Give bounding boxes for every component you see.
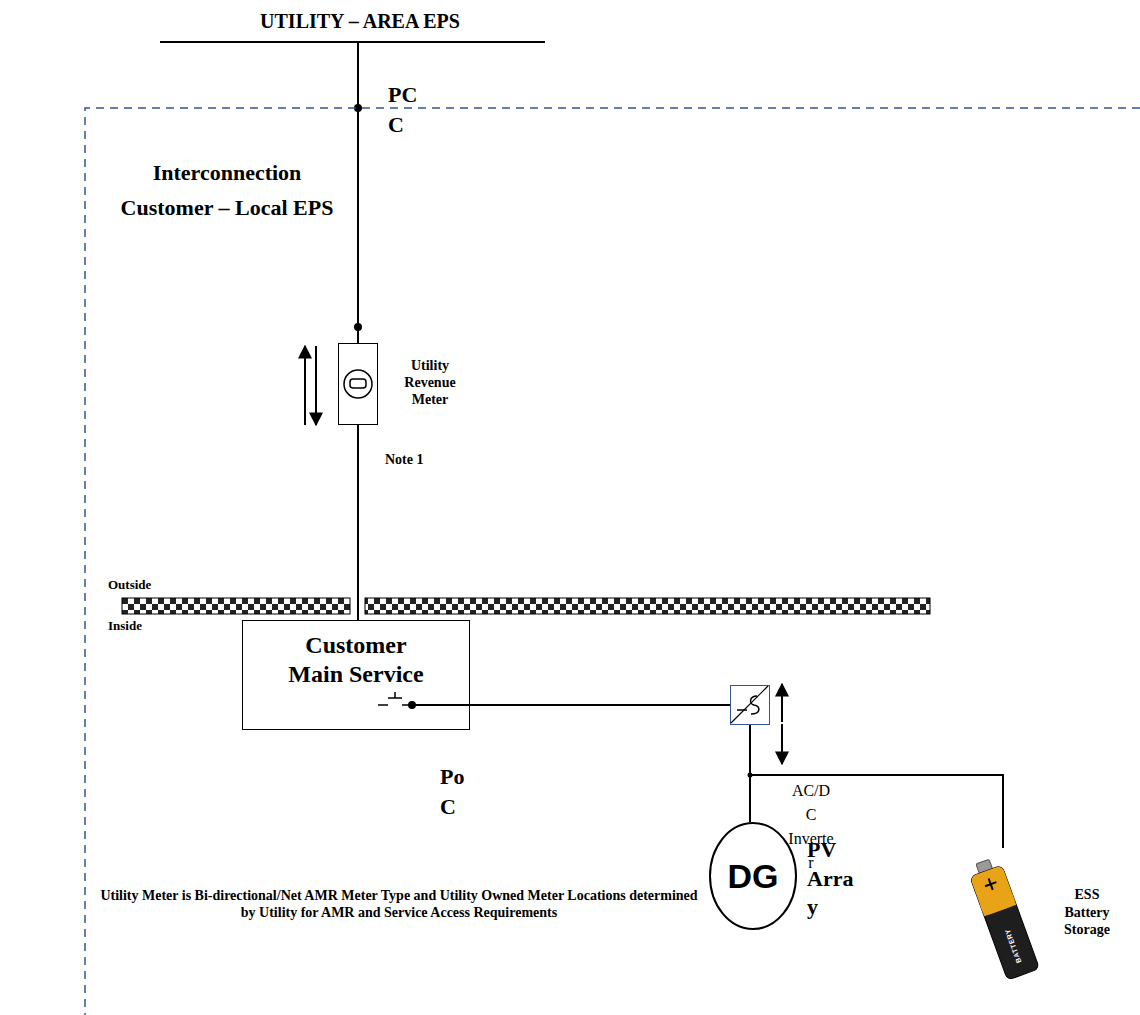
poc-label: Po C	[440, 762, 476, 821]
wire	[750, 725, 1003, 848]
battery-storage-symbol	[968, 848, 1038, 988]
generator-circle: DGPV Arra y	[709, 822, 797, 930]
meter-note: Utility Meter is Bi-directional/Net AMR …	[95, 888, 703, 922]
wall-bar	[122, 598, 350, 614]
region-label: Interconnection Customer – Local EPS	[112, 155, 342, 225]
meter-label: Utility Revenue Meter	[397, 358, 463, 408]
wire	[357, 425, 359, 620]
breaker-symbol	[378, 692, 412, 705]
ess-label: ESS Battery Storage	[1052, 886, 1122, 939]
import-arrow	[304, 346, 306, 425]
ac-symbol	[751, 696, 759, 714]
inverter-flow-arrow	[781, 684, 783, 722]
wire	[470, 704, 730, 706]
dc-symbol	[737, 709, 747, 711]
inverter-diagonal	[731, 686, 768, 723]
meter-dot	[354, 323, 362, 331]
inverter-box: AC/D C Inverte r	[730, 685, 770, 725]
meter-register	[350, 379, 366, 388]
main-service-panel: Customer Main Service	[242, 620, 470, 730]
revenue-meter-symbol	[339, 344, 379, 426]
generator-outline	[710, 823, 796, 929]
note-callout: Note 1	[385, 452, 424, 468]
revenue-meter: Utility Revenue Meter	[338, 343, 378, 425]
dc-junction	[748, 773, 753, 778]
breaker-lead	[412, 704, 470, 706]
utility-bus	[160, 41, 545, 43]
service-drop	[357, 42, 359, 343]
export-arrow	[315, 346, 317, 425]
plus-sign	[983, 876, 998, 891]
wall-bar	[365, 598, 930, 614]
battery-gold-band	[970, 865, 1016, 916]
generator-symbol-text: DG	[709, 822, 797, 930]
inverter-flow-arrow	[781, 724, 783, 764]
battery-body	[970, 865, 1040, 980]
pcc-label: PC C	[388, 80, 424, 139]
panel-title: Customer Main Service	[281, 631, 431, 689]
utility-bus-label: UTILITY – AREA EPS	[180, 10, 540, 33]
battery-icon	[967, 856, 1040, 980]
inside-label: Inside	[108, 618, 142, 634]
battery-gold-band	[980, 893, 1016, 916]
poc-dot	[408, 701, 416, 709]
battery-storage: ESS Battery Storage	[968, 848, 1038, 988]
meter-dial	[344, 370, 372, 398]
outside-label: Outside	[108, 577, 151, 593]
pv-array-label: PV Arra y	[807, 836, 859, 922]
interconnection-boundary	[85, 108, 1140, 1015]
inverter-box-symbol	[731, 686, 771, 726]
